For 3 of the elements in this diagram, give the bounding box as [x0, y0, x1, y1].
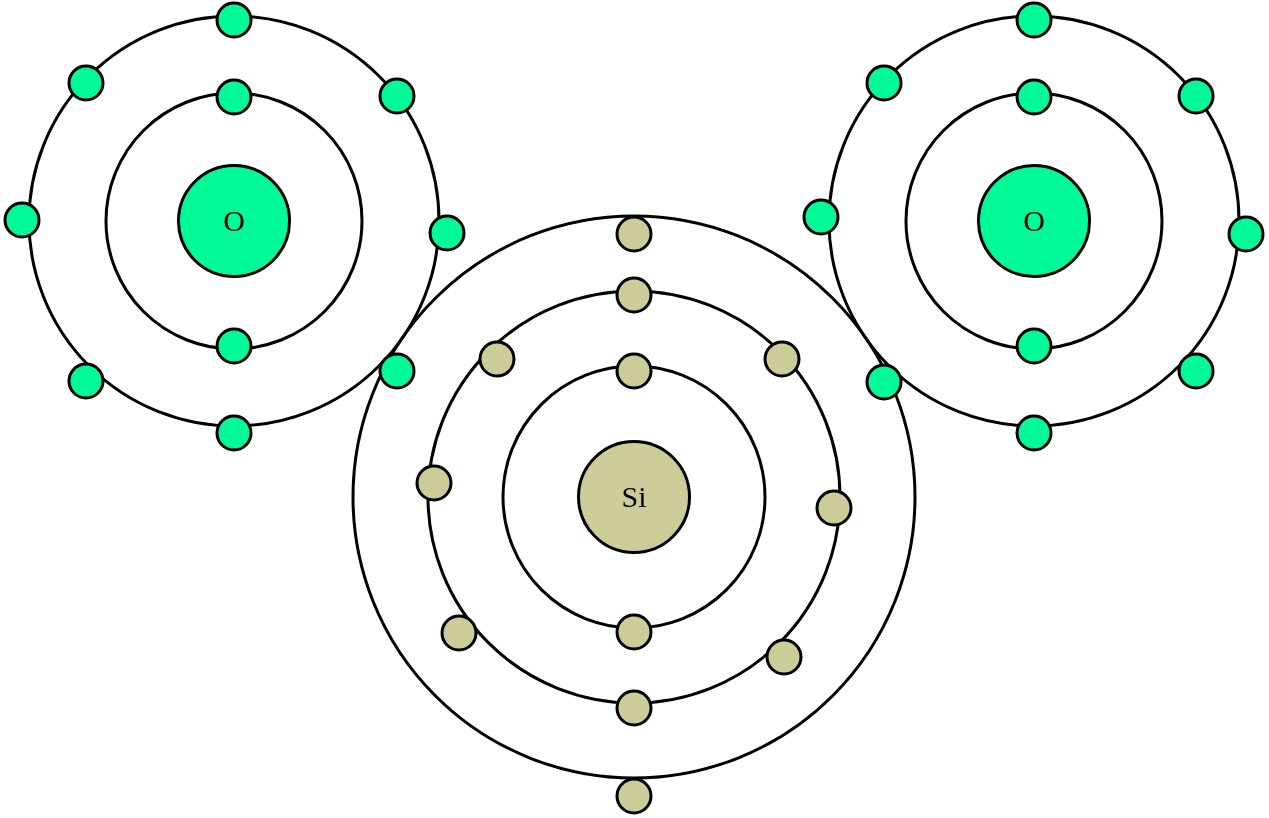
element-symbol: O [1023, 204, 1045, 238]
element-symbol: Si [621, 480, 647, 514]
element-symbol: O [223, 204, 245, 238]
